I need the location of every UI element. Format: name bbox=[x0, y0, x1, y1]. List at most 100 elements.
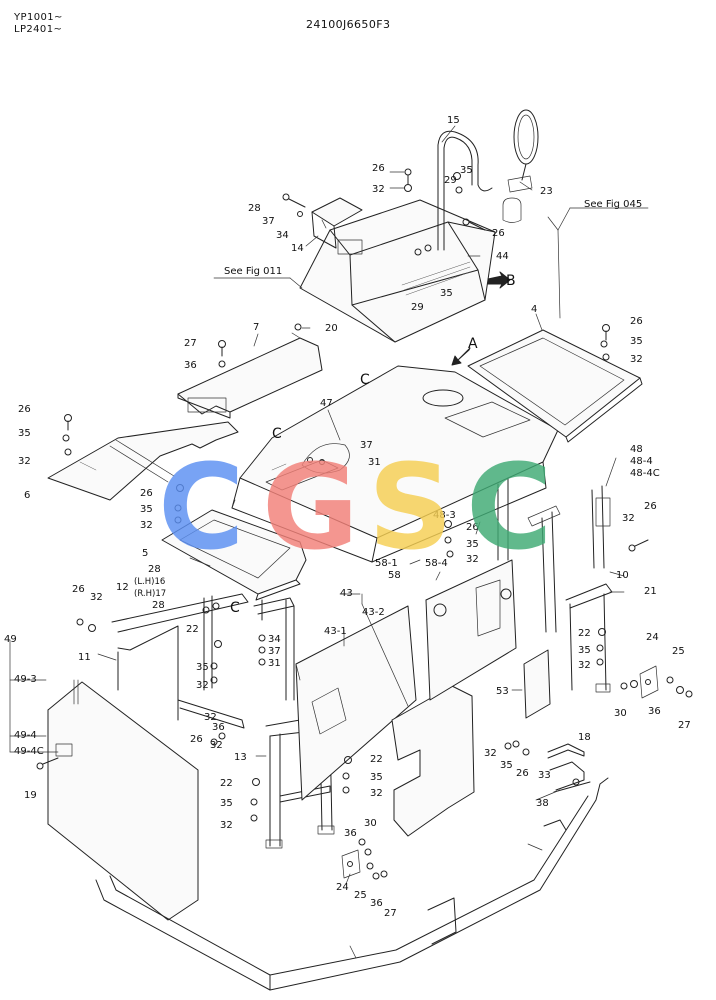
callout-32-k: 32 bbox=[204, 712, 217, 723]
callout-7: 7 bbox=[253, 322, 259, 333]
callout-27-b: 27 bbox=[678, 720, 691, 731]
callout-27: 27 bbox=[184, 338, 197, 349]
callout-58-1: 58-1 bbox=[375, 558, 398, 569]
watermark-letter-c1: C bbox=[158, 438, 245, 576]
drawing-number: 24100J6650F3 bbox=[306, 18, 391, 31]
callout-48-4c: 48-4C bbox=[630, 468, 660, 479]
callout-26-h: 26 bbox=[72, 584, 85, 595]
callout-26: 26 bbox=[372, 163, 385, 174]
callout-32-c: 32 bbox=[630, 354, 643, 365]
callout-27-c: 27 bbox=[384, 908, 397, 919]
callout-26-i: 26 bbox=[190, 734, 203, 745]
left-door-panel bbox=[47, 679, 199, 921]
callout-38: 38 bbox=[536, 798, 549, 809]
seat-base-assembly bbox=[213, 109, 649, 343]
handle-assembly bbox=[504, 740, 591, 793]
callout-20: 20 bbox=[325, 323, 338, 334]
callout-22-d: 22 bbox=[370, 754, 383, 765]
base-frame-outline bbox=[95, 777, 609, 991]
callout-28: 28 bbox=[248, 203, 261, 214]
callout-35-b: 35 bbox=[440, 288, 453, 299]
callout-29: 29 bbox=[444, 175, 457, 186]
callout-26-f: 26 bbox=[140, 488, 153, 499]
leader-lines bbox=[9, 125, 625, 885]
callout-35-g: 35 bbox=[466, 539, 479, 550]
callout-22: 22 bbox=[186, 624, 199, 635]
watermark: C G S C bbox=[158, 438, 553, 576]
callout-36-e: 36 bbox=[212, 722, 225, 733]
serial-range-yp: YP1001~ bbox=[14, 12, 63, 23]
view-marker-b: B bbox=[506, 273, 516, 289]
callout-36-c: 36 bbox=[344, 828, 357, 839]
callout-25: 25 bbox=[672, 646, 685, 657]
callout-53: 53 bbox=[496, 686, 509, 697]
callout-28-b: 28 bbox=[148, 564, 161, 575]
callout-32-o: 32 bbox=[210, 740, 223, 751]
callout-44: 44 bbox=[496, 251, 509, 262]
callout-18: 18 bbox=[578, 732, 591, 743]
callout-48-3: 48-3 bbox=[433, 510, 456, 521]
callout-4: 4 bbox=[531, 304, 537, 315]
ref-see-fig-011: See Fig 011 bbox=[224, 266, 282, 277]
callout-26-b: 26 bbox=[492, 228, 505, 239]
callout-49-4: 49-4 bbox=[14, 730, 37, 741]
callout-22-b: 22 bbox=[578, 628, 591, 639]
callout-32-n: 32 bbox=[370, 788, 383, 799]
lower-bracket bbox=[341, 838, 388, 880]
callout-35-l: 35 bbox=[370, 772, 383, 783]
callout-34-b: 34 bbox=[268, 634, 281, 645]
callout-32-m: 32 bbox=[484, 748, 497, 759]
callout-48: 48 bbox=[630, 444, 643, 455]
callout-43-1: 43-1 bbox=[324, 626, 347, 637]
callout-11: 11 bbox=[78, 652, 91, 663]
callout-58-4: 58-4 bbox=[425, 558, 448, 569]
callout-22-c: 22 bbox=[220, 778, 233, 789]
callout-14: 14 bbox=[291, 243, 304, 254]
callout-32-e: 32 bbox=[622, 513, 635, 524]
callout-12: 12 bbox=[116, 582, 129, 593]
callout-35-j: 35 bbox=[220, 798, 233, 809]
callout-32-h: 32 bbox=[90, 592, 103, 603]
right-panel-assembly bbox=[425, 477, 693, 719]
callout-43: 43 bbox=[340, 588, 353, 599]
callout-19: 19 bbox=[24, 790, 37, 801]
callout-33: 33 bbox=[538, 770, 551, 781]
callout-31-b: 31 bbox=[268, 658, 281, 669]
callout-36: 36 bbox=[184, 360, 197, 371]
callout-23: 23 bbox=[540, 186, 553, 197]
callout-49-4c: 49-4C bbox=[14, 746, 44, 757]
callout-32-j: 32 bbox=[578, 660, 591, 671]
step-plate bbox=[161, 509, 307, 601]
view-marker-c-mid: C bbox=[272, 426, 282, 442]
callout-32-i: 32 bbox=[196, 680, 209, 691]
callout-49-3: 49-3 bbox=[14, 674, 37, 685]
callout-35-i: 35 bbox=[578, 645, 591, 656]
left-lower-plate bbox=[47, 421, 239, 501]
callout-32-f: 32 bbox=[140, 520, 153, 531]
callout-24-b: 24 bbox=[336, 882, 349, 893]
serial-range-lp: LP2401~ bbox=[14, 24, 63, 35]
fasteners bbox=[36, 324, 649, 822]
callout-36-d: 36 bbox=[370, 898, 383, 909]
callout-35-h: 35 bbox=[196, 662, 209, 673]
callout-13: 13 bbox=[234, 752, 247, 763]
callout-37-c: 37 bbox=[268, 646, 281, 657]
callout-26-c: 26 bbox=[630, 316, 643, 327]
callout-10: 10 bbox=[616, 570, 629, 581]
callout-17-rh: (R.H)17 bbox=[134, 589, 166, 599]
callout-15: 15 bbox=[447, 115, 460, 126]
callout-49: 49 bbox=[4, 634, 17, 645]
callout-31: 31 bbox=[368, 457, 381, 468]
callout-24: 24 bbox=[646, 632, 659, 643]
watermark-letter-g: G bbox=[262, 438, 359, 576]
callout-58: 58 bbox=[388, 570, 401, 581]
callout-43-2: 43-2 bbox=[362, 607, 385, 618]
callout-35: 35 bbox=[460, 165, 473, 176]
callout-34: 34 bbox=[276, 230, 289, 241]
watermark-letter-s: S bbox=[368, 438, 453, 576]
callout-16-lh: (L.H)16 bbox=[134, 577, 165, 587]
callout-30: 30 bbox=[614, 708, 627, 719]
callout-35-d: 35 bbox=[18, 428, 31, 439]
